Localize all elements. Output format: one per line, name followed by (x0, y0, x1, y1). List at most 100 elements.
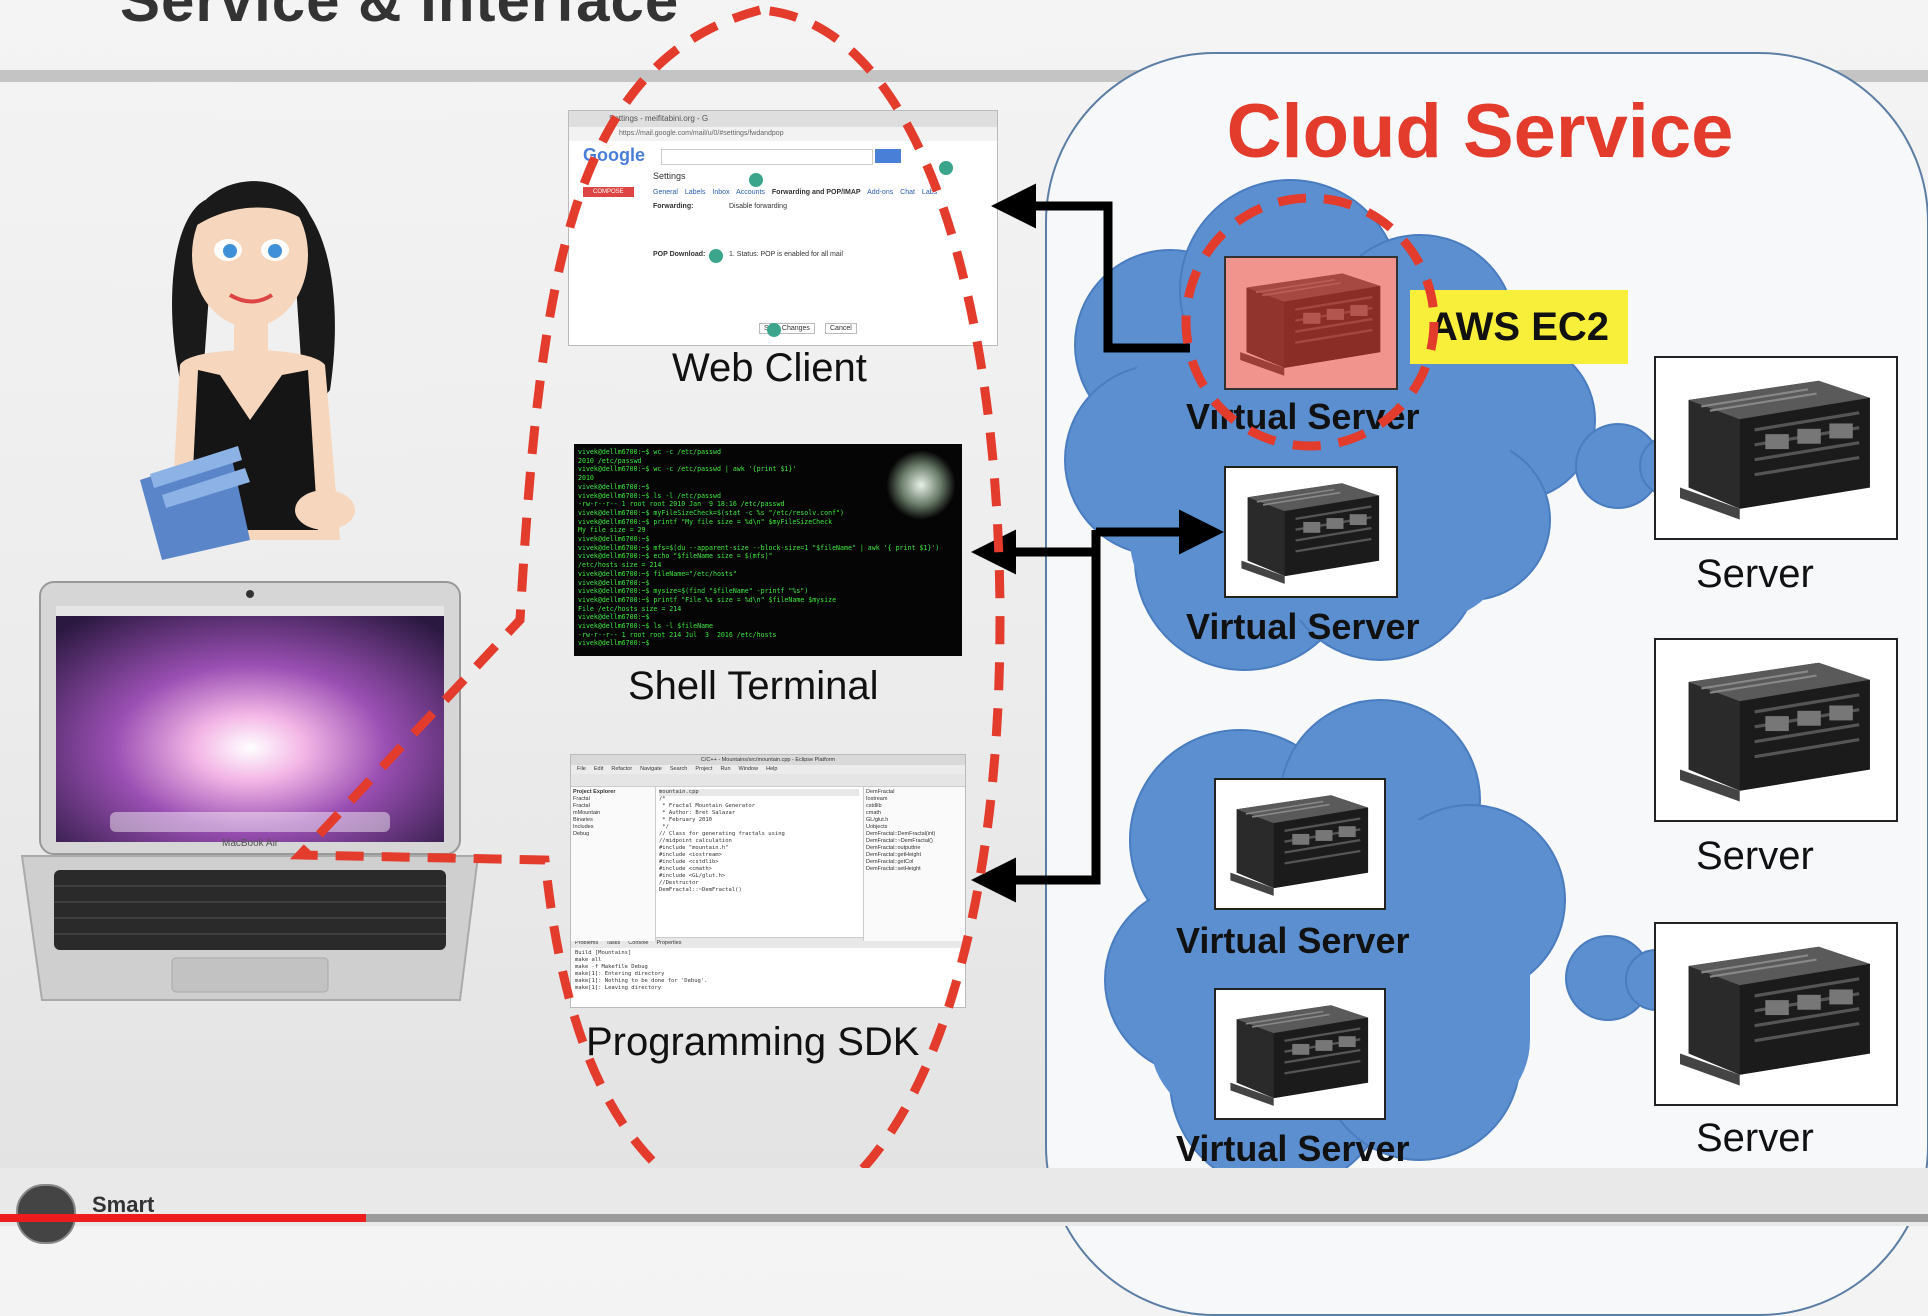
explorer-item: Includes (573, 824, 594, 830)
aws-ec2-highlight (1181, 193, 1439, 451)
save-changes-button: Save Changes (759, 323, 815, 334)
virtual-server-3 (1214, 778, 1386, 910)
settings-tab: Accounts (736, 189, 765, 196)
code-line: #include <cmath> (659, 866, 712, 872)
arrow-to-web-client (991, 183, 1190, 353)
explorer-item: Fractal (573, 803, 590, 809)
video-progress-bar[interactable] (0, 1214, 1928, 1222)
console-line: Build [Mountains] (575, 950, 632, 956)
channel-name[interactable]: Smart (92, 1192, 155, 1217)
code-line: // Class for generating fractals using (659, 831, 785, 837)
terminal-line: vivek@dellm6700:~$ wc -c /etc/passwd | a… (578, 465, 797, 474)
pop-status: 1. Status: POP is enabled for all mail (729, 251, 843, 258)
code-line: //Destructor (659, 880, 699, 886)
terminal-line: vivek@dellm6700:~$ mysize=$(find "$fileN… (578, 587, 809, 596)
step-marker-3 (709, 249, 723, 263)
user-illustration (140, 181, 355, 560)
eclipse-menu-item: Refactor (611, 766, 633, 772)
arrow-to-programming-sdk (971, 530, 1101, 903)
web-client-screenshot: Settings - meifitabini.org - G https://m… (568, 110, 998, 346)
disable-forwarding: Disable forwarding (729, 203, 787, 210)
settings-heading: Settings (653, 171, 686, 181)
code-line: #include <iostream> (659, 852, 722, 858)
eclipse-menu-item: Project (695, 766, 713, 772)
code-editor: mountain.cpp/* * Fractal Mountain Genera… (657, 787, 861, 941)
explorer-item: Binaries (573, 817, 593, 823)
connection-arrows (971, 183, 1224, 903)
eclipse-menu-item: Run (720, 766, 731, 772)
outline-item: GL/glut.h (866, 817, 889, 823)
virtual-server-label-4: Virtual Server (1176, 1128, 1410, 1169)
eclipse-menu-item: Window (738, 766, 759, 772)
settings-tab: General (653, 189, 678, 196)
terminal-line: vivek@dellm6700:~$ echo "$fileName size … (578, 552, 773, 561)
eclipse-menu-item: Help (766, 766, 778, 772)
terminal-line: 2010 (578, 474, 594, 483)
cancel-button: Cancel (825, 323, 857, 334)
console-line: make[1]: Leaving directory (575, 985, 662, 991)
code-line: #include <cstdlib> (659, 859, 719, 865)
outline-item: DemFractal (866, 789, 895, 795)
web-client-label: Web Client (672, 346, 867, 390)
console-line: make all (575, 957, 602, 963)
terminal-line: My file size = 29 (578, 526, 646, 535)
console-tab: Properties (656, 940, 682, 946)
server-label-3: Server (1696, 1116, 1814, 1160)
console-tab: Tasks (606, 940, 621, 946)
browser-address-bar: https://mail.google.com/mail/u/0/#settin… (569, 127, 997, 141)
explorer-title: Project Explorer (573, 789, 616, 795)
virtual-server-ec2 (1224, 256, 1398, 390)
code-line: /* (659, 796, 666, 802)
code-line: DemFractal::~DemFractal() (659, 887, 742, 893)
outline-item: DemFractal::setHeight (866, 866, 921, 872)
eclipse-menu-item: Edit (593, 766, 604, 772)
shell-terminal-label: Shell Terminal (628, 664, 879, 708)
compose-button: COMPOSE (583, 187, 634, 197)
terminal-line: vivek@dellm6700:~$ myFileSizeCheck=$(sta… (578, 508, 844, 517)
console-line: make[1]: Nothing to be done for 'Debug'. (575, 978, 708, 984)
connectors-layer (289, 5, 1439, 1226)
settings-tab: Add-ons (867, 189, 894, 196)
settings-tab: Chat (900, 189, 915, 196)
pop-download-label: POP Download: (653, 251, 706, 258)
physical-server-3 (1654, 922, 1898, 1106)
settings-tab: Labs (921, 189, 938, 196)
outline-item: Iostream (866, 796, 888, 802)
outline-item: DemFractal::~DemFractal() (866, 838, 933, 844)
laptop-illustration (20, 581, 480, 1001)
code-line: #include "mountain.h" (659, 845, 729, 851)
step-marker-2 (749, 173, 763, 187)
code-line: //midpoint calculation (659, 838, 732, 844)
terminal-line: vivek@dellm6700:~$ (578, 578, 650, 587)
console-tab: Console (628, 940, 649, 946)
virtual-server-2 (1224, 466, 1398, 598)
physical-server-2 (1654, 638, 1898, 822)
console-line: make -f Makefile Debug (575, 964, 648, 970)
virtual-server-label-3: Virtual Server (1176, 920, 1410, 961)
forwarding-label: Forwarding: (653, 203, 694, 210)
terminal-line: vivek@dellm6700:~$ (578, 613, 650, 622)
dashed-highlights (289, 5, 1439, 1226)
terminal-line: vivek@dellm6700:~$ fileName="/etc/hosts" (578, 569, 737, 578)
laptop-brand: MacBook Air (222, 838, 279, 849)
programming-sdk-screenshot: C/C++ - Mountains/src/mountain.cpp - Ecl… (570, 754, 966, 1008)
aws-ec2-badge: AWS EC2 (1410, 290, 1628, 364)
eclipse-menu-item: Navigate (640, 766, 662, 772)
eclipse-menu-item: Search (669, 766, 688, 772)
physical-server-1 (1654, 356, 1898, 540)
settings-tab-active: Forwarding and POP/IMAP (771, 189, 861, 196)
server-label-2: Server (1696, 834, 1814, 878)
code-line: * Fractal Mountain Generator (659, 803, 756, 809)
settings-tabs: General Labels Inbox Accounts Forwarding… (653, 189, 937, 196)
terminal-glow (886, 450, 956, 520)
terminal-line: vivek@dellm6700:~$ (578, 482, 650, 491)
ec2-highlight-overlay (1226, 258, 1396, 388)
outline-item: DemFractal::DemFractal(int) (866, 831, 936, 837)
terminal-line: -rw-r--r-- 1 root root 214 Jul 3 2016 /e… (578, 630, 777, 639)
search-icon (875, 149, 901, 163)
